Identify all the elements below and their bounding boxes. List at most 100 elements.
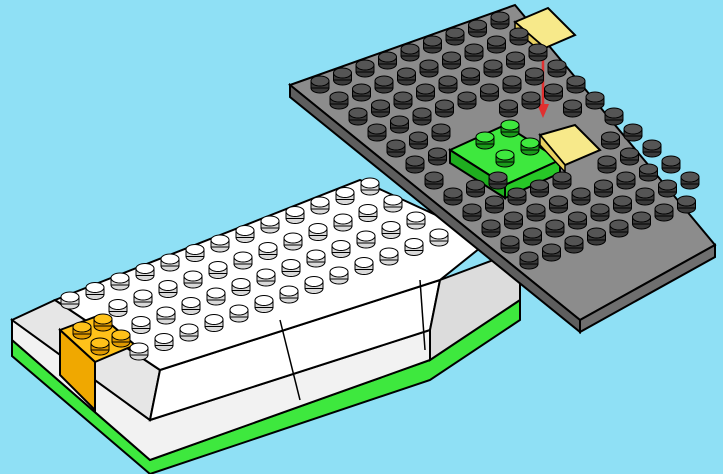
- white-stud: [186, 245, 204, 262]
- white-stud: [209, 262, 227, 279]
- gray-stud: [417, 84, 435, 101]
- white-stud: [380, 248, 398, 265]
- white-stud: [305, 277, 323, 294]
- white-stud: [157, 307, 175, 324]
- white-stud: [259, 243, 277, 260]
- white-stud: [307, 250, 325, 267]
- gray-stud: [491, 12, 509, 29]
- white-stud: [357, 231, 375, 248]
- gray-stud: [659, 180, 677, 197]
- gray-stud: [586, 92, 604, 109]
- white-stud: [334, 214, 352, 231]
- white-stud: [336, 188, 354, 205]
- gray-stud: [353, 84, 371, 101]
- gray-stud: [413, 108, 431, 125]
- white-stud: [109, 300, 127, 317]
- gray-stud: [550, 196, 568, 213]
- gray-stud: [681, 172, 699, 189]
- white-stud: [205, 315, 223, 332]
- gray-stud: [505, 212, 523, 229]
- white-stud: [309, 224, 327, 241]
- gray-stud: [436, 100, 454, 117]
- gray-stud: [598, 156, 616, 173]
- white-stud: [407, 212, 425, 229]
- gray-stud: [486, 196, 504, 213]
- white-stud: [161, 254, 179, 271]
- white-stud: [284, 233, 302, 250]
- gray-stud: [529, 44, 547, 61]
- white-stud: [330, 267, 348, 284]
- gray-stud: [379, 52, 397, 69]
- gray-stud: [610, 220, 628, 237]
- gray-stud: [387, 140, 405, 157]
- gray-stud: [356, 60, 374, 77]
- gray-stud: [565, 236, 583, 253]
- gray-stud: [526, 68, 544, 85]
- gray-stud: [439, 76, 457, 93]
- gray-stud: [510, 28, 528, 45]
- white-stud: [61, 292, 79, 309]
- white-stud: [232, 279, 250, 296]
- gray-stud: [368, 124, 386, 141]
- yellow-stud: [73, 322, 91, 339]
- gray-stud: [465, 44, 483, 61]
- gray-stud: [425, 172, 443, 189]
- white-stud: [111, 273, 129, 290]
- gray-stud: [527, 204, 545, 221]
- gray-stud: [500, 100, 518, 117]
- white-stud: [86, 283, 104, 300]
- gray-stud: [545, 84, 563, 101]
- gray-stud: [636, 188, 654, 205]
- white-stud: [286, 207, 304, 224]
- gray-stud: [614, 196, 632, 213]
- white-stud: [155, 334, 173, 351]
- gray-stud: [410, 132, 428, 149]
- white-stud: [182, 298, 200, 315]
- gray-stud: [481, 84, 499, 101]
- gray-stud: [444, 188, 462, 205]
- gray-stud: [595, 180, 613, 197]
- gray-stud: [569, 212, 587, 229]
- gray-stud: [311, 76, 329, 93]
- gray-stud: [391, 116, 409, 133]
- white-stud: [136, 264, 154, 281]
- white-stud: [132, 317, 150, 334]
- white-stud: [405, 239, 423, 256]
- white-stud: [361, 178, 379, 195]
- white-stud: [355, 258, 373, 275]
- white-stud: [282, 260, 300, 277]
- gray-stud: [349, 108, 367, 125]
- gray-stud: [394, 92, 412, 109]
- white-stud: [230, 305, 248, 322]
- gray-stud: [508, 188, 526, 205]
- gray-stud: [463, 204, 481, 221]
- gray-stud: [507, 52, 525, 69]
- white-stud: [180, 324, 198, 341]
- gray-stud: [605, 108, 623, 125]
- gray-stud: [548, 60, 566, 77]
- white-stud: [234, 252, 252, 269]
- gray-stud: [484, 60, 502, 77]
- gray-stud: [420, 60, 438, 77]
- white-stud: [261, 216, 279, 233]
- gray-stud: [678, 196, 696, 213]
- gray-stud: [624, 124, 642, 141]
- white-stud: [159, 281, 177, 298]
- gray-stud: [520, 252, 538, 269]
- green-stud: [521, 138, 539, 155]
- white-stud: [134, 290, 152, 307]
- gray-stud: [543, 244, 561, 261]
- gray-stud: [633, 212, 651, 229]
- gray-stud: [446, 28, 464, 45]
- gray-stud: [640, 164, 658, 181]
- gray-stud: [546, 220, 564, 237]
- gray-stud: [522, 92, 540, 109]
- white-stud: [255, 296, 273, 313]
- gray-stud: [458, 92, 476, 109]
- gray-stud: [375, 76, 393, 93]
- gray-stud: [602, 132, 620, 149]
- white-stud: [184, 271, 202, 288]
- white-stud: [257, 269, 275, 286]
- gray-stud: [524, 228, 542, 245]
